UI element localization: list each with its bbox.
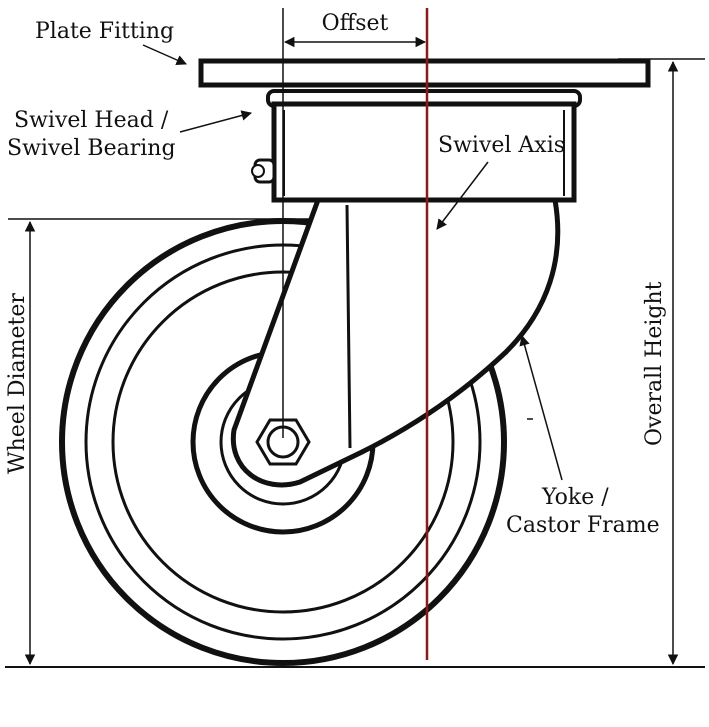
plate-fitting-label: Plate Fitting [35,19,174,44]
yoke-label-line1: Yoke / [541,485,609,510]
yoke-inner-edge [345,204,352,449]
swivel-head-label-line2: Swivel Bearing [7,136,176,161]
offset-label: Offset [322,11,389,36]
swivel-head-body [271,101,577,203]
yoke-outline [230,197,561,488]
yoke [230,197,561,488]
yoke-label-line2: Castor Frame [506,513,660,538]
axle-nut [255,418,311,466]
yoke-leader [519,334,563,481]
grease-nipple-cap [251,164,265,178]
swivel-head-leader [179,110,253,133]
plate-fitting [198,58,651,88]
swivel-head [251,89,582,203]
overall-height-label: Overall Height [642,281,667,446]
plate-fitting-leader [142,44,187,65]
swivel-head-label-line1: Swivel Head / [14,108,169,133]
wheel-diameter-label: Wheel Diameter [5,293,30,474]
swivel-axis-label: Swivel Axis [438,133,565,158]
swivel-axis-leader [436,161,489,230]
